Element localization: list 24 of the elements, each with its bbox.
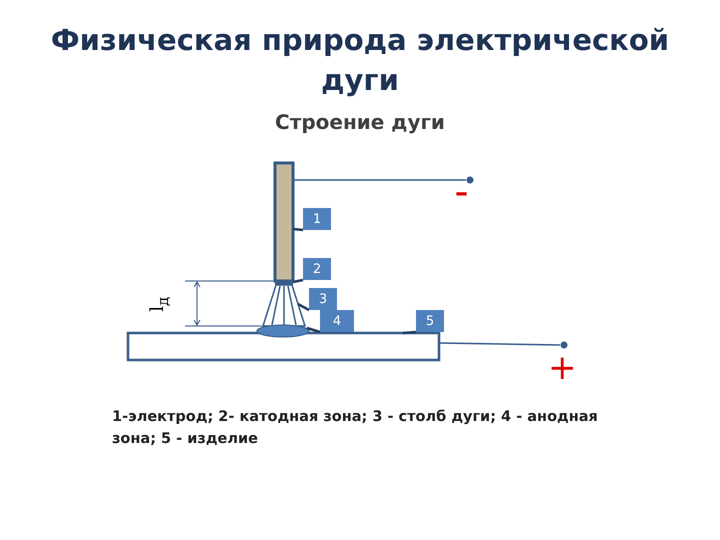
leader-line (306, 326, 320, 334)
cathode-zone-band (275, 280, 293, 285)
leader-line (292, 278, 304, 284)
workpiece-plate (126, 332, 440, 362)
legend-text: 1-электрод; 2- катодная зона; 3 - столб дуги; 4 - анодная зона; 5 - изделие (112, 408, 599, 449)
anode-zone-ellipse (256, 324, 310, 338)
leader-line (292, 228, 304, 232)
subtitle: Строение дуги (274, 110, 446, 134)
callout-number: 1 (303, 208, 331, 230)
arc-column (262, 284, 306, 327)
callout-number: 5 (416, 310, 444, 332)
callout-number: 2 (303, 258, 331, 280)
polarity-sign: – (455, 178, 468, 208)
polarity-sign: + (548, 351, 576, 385)
callout-number: 3 (309, 288, 337, 310)
leader-line (402, 330, 416, 334)
terminal-dot (560, 342, 568, 348)
callout-number: 4 (320, 310, 354, 332)
wire (293, 179, 466, 181)
leader-line (297, 302, 310, 312)
terminal-dot (466, 176, 474, 184)
wire (438, 342, 560, 346)
electrode-rod (274, 162, 294, 282)
title: Физическая природа электрической дуги (50, 22, 670, 99)
